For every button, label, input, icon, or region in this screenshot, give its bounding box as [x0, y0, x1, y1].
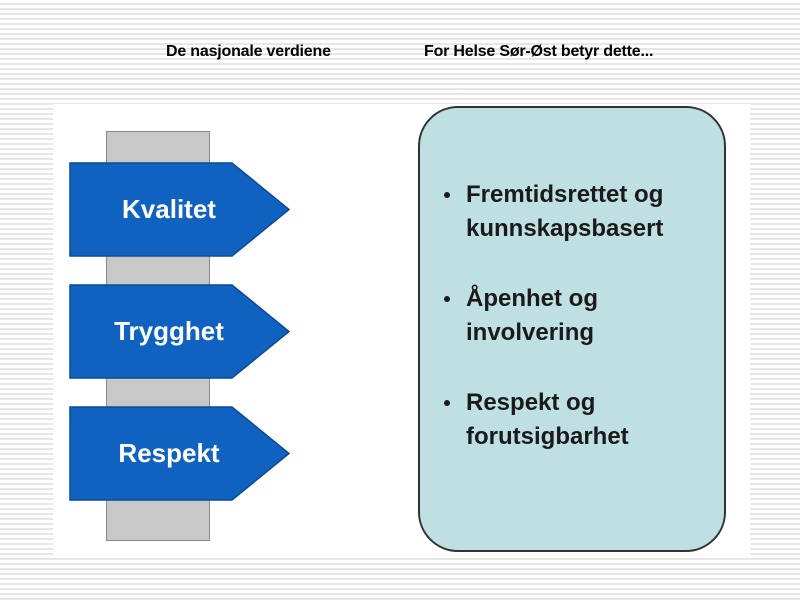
- meaning-box: Fremtidsrettet og kunnskapsbasert Åpenhe…: [418, 106, 726, 552]
- bullet-line: Fremtidsrettet og: [466, 181, 664, 208]
- bullet-line: involvering: [466, 319, 595, 346]
- sign-label: Trygghet: [114, 316, 224, 346]
- bullet-dot-icon: [444, 192, 450, 198]
- meaning-bullet-list: Fremtidsrettet og kunnskapsbasert Åpenhe…: [440, 178, 720, 490]
- sign-label: Respekt: [118, 438, 220, 468]
- arrow-sign-shape: [69, 406, 291, 501]
- bullet-line: Respekt og: [466, 389, 596, 416]
- heading-health-region-meaning: For Helse Sør-Øst betyr dette...: [424, 43, 654, 60]
- heading-national-values: De nasjonale verdiene: [166, 43, 331, 60]
- bullet-line: forutsigbarhet: [466, 423, 629, 450]
- bullet-line: kunnskapsbasert: [466, 215, 664, 242]
- sign-label: Kvalitet: [122, 194, 216, 224]
- bullet-dot-icon: [444, 400, 450, 406]
- arrow-sign-shape: [69, 162, 291, 257]
- diagram-panel: Kvalitet Trygghet Respekt Fremtidsrettet…: [53, 104, 750, 556]
- bullet-dot-icon: [444, 296, 450, 302]
- sign-kvalitet: Kvalitet: [69, 162, 291, 257]
- bullet-item-openness: Åpenhet og involvering: [440, 282, 720, 350]
- sign-trygghet: Trygghet: [69, 284, 291, 379]
- bullet-line: Åpenhet og: [466, 285, 598, 312]
- sign-respekt: Respekt: [69, 406, 291, 501]
- arrow-sign-shape: [69, 284, 291, 379]
- bullet-item-forward-looking: Fremtidsrettet og kunnskapsbasert: [440, 178, 720, 246]
- bullet-item-respect: Respekt og forutsigbarhet: [440, 386, 720, 454]
